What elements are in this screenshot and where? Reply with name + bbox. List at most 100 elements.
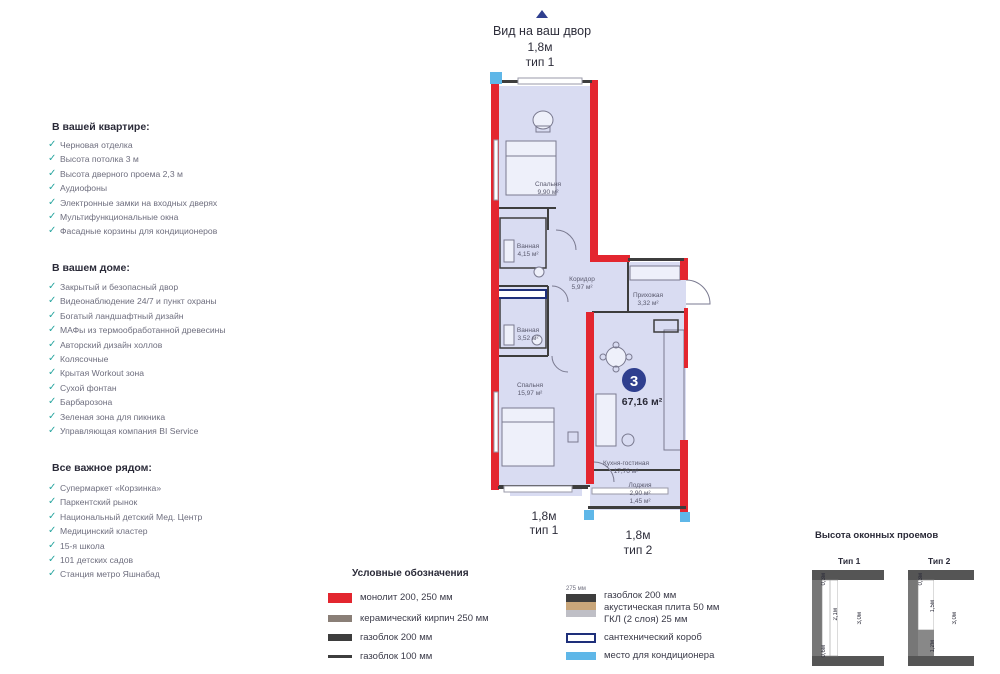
partition-walls [496, 207, 686, 487]
room-area-loggia-2: 1,45 м² [629, 498, 651, 505]
list-item: ✓15-я школа [48, 539, 202, 553]
ac-places [490, 72, 690, 522]
room-labels: Спальня 9,90 м² Ванная 4,15 м² Коридор 5… [517, 181, 664, 505]
legend-item-gasblock-200: газоблок 200 мм [328, 632, 432, 643]
section-title-nearby: Все важное рядом: [52, 462, 152, 474]
room-area-bedroom-top: 9,90 м² [537, 189, 559, 196]
legend-swatch [566, 651, 596, 660]
sanitary-box [497, 289, 547, 299]
apartment-badge-number: 3 [630, 373, 638, 390]
window-type2-dim-bottom: 1,2м [930, 640, 936, 653]
list-item: ✓Фасадные корзины для кондиционеров [48, 224, 217, 238]
list-item: ✓101 детских садов [48, 553, 202, 567]
apartment-area: 67,16 м² [622, 396, 663, 408]
legend-item-gasblock-100: газоблок 100 мм [328, 651, 432, 662]
legend-dim-note: 275 мм [566, 586, 586, 592]
room-label-kitchen: Кухня-гостиная [603, 460, 649, 467]
legend-swatch-composite [566, 594, 596, 620]
legend-item-gkl: ГКЛ (2 слоя) 25 мм [604, 614, 688, 625]
window-type1-dim-top: 0,3м [821, 573, 827, 586]
door-swings [551, 229, 615, 483]
list-item: ✓Супермаркет «Корзинка» [48, 481, 202, 495]
check-icon: ✓ [48, 396, 57, 408]
check-icon: ✓ [48, 338, 57, 350]
check-icon: ✓ [48, 309, 57, 321]
list-item: ✓Медицинский кластер [48, 524, 202, 538]
legend-item-brick: керамический кирпич 250 мм [328, 613, 489, 624]
window-heights-diagram [812, 570, 974, 666]
legend-item-gasblock-composite: газоблок 200 мм [604, 590, 677, 601]
room-bedroom-top [505, 110, 557, 196]
legend-item-monolith: монолит 200, 250 мм [328, 592, 453, 603]
check-icon: ✓ [48, 210, 57, 222]
window-type2-dim-top: 0,3м [918, 573, 924, 586]
legend-swatch [328, 655, 352, 658]
list-item: ✓Авторский дизайн холлов [48, 338, 226, 352]
view-direction-label: Вид на ваш двор [492, 24, 592, 38]
check-icon: ✓ [48, 225, 57, 237]
list-item: ✓Высота дверного проема 2,3 м [48, 167, 217, 181]
room-label-loggia: Лоджия [628, 482, 652, 489]
list-item: ✓МАФы из термообработанной древесины [48, 323, 226, 337]
room-bedroom-bottom [501, 407, 579, 467]
room-area-hallway: 3,32 м² [637, 300, 659, 307]
window-type-bottom-left: тип 1 [529, 523, 559, 537]
window-type2-dim-total: 3,0м [952, 612, 958, 625]
room-kitchen-living [595, 319, 685, 451]
list-item: ✓Управляющая компания BI Service [48, 424, 226, 438]
check-icon: ✓ [48, 410, 57, 422]
list-item: ✓Видеонаблюдение 24/7 и пункт охраны [48, 294, 226, 308]
list-item: ✓Закрытый и безопасный двор [48, 280, 226, 294]
room-label-corridor: Коридор [569, 276, 595, 283]
room-label-bedroom-bottom: Спальня [517, 382, 544, 389]
floor-plan: Спальня 9,90 м² Ванная 4,15 м² Коридор 5… [490, 72, 711, 522]
list-item: ✓Зеленая зона для пикника [48, 410, 226, 424]
window-type1-section [812, 570, 884, 666]
window-width-top: 1,8м [527, 40, 553, 54]
list-item: ✓Черновая отделка [48, 138, 217, 152]
window-type1-label: Тип 1 [838, 556, 861, 566]
window-type1-dim-bottom: 0,6м [821, 645, 827, 658]
section-title-apartment: В вашей квартире: [52, 121, 150, 133]
legend-swatch [566, 632, 596, 643]
window-type1-dim-mid: 2,1м [833, 608, 839, 621]
check-icon: ✓ [48, 510, 57, 522]
check-icon: ✓ [48, 139, 57, 150]
check-icon: ✓ [48, 167, 57, 179]
legend-item-sanitary: сантехнический короб [566, 632, 702, 643]
legend-swatch [328, 592, 352, 603]
room-area-kitchen: 17,76 м² [614, 468, 640, 475]
list-item: ✓Станция метро Яшнабад [48, 567, 202, 581]
check-icon: ✓ [48, 367, 57, 379]
check-icon: ✓ [48, 568, 57, 580]
room-bathroom-1 [499, 217, 547, 278]
room-label-bathroom-2: Ванная [517, 327, 540, 334]
room-label-bathroom-1: Ванная [517, 243, 540, 250]
window-width-bottom-right: 1,8м [625, 528, 651, 542]
room-area-corridor: 5,97 м² [571, 284, 593, 291]
window-openings [493, 77, 669, 495]
list-item: ✓Сухой фонтан [48, 381, 226, 395]
window-type-bottom-right: тип 2 [623, 543, 653, 557]
check-icon: ✓ [48, 539, 57, 551]
monolith-walls [491, 80, 688, 512]
window-type2-dim-mid: 1,5м [930, 600, 936, 613]
list-item: ✓Национальный детский Мед. Центр [48, 510, 202, 524]
check-icon: ✓ [48, 182, 57, 194]
list-item: ✓Барбарозона [48, 395, 226, 409]
list-item: ✓Мультифункциональные окна [48, 210, 217, 224]
check-icon: ✓ [48, 482, 57, 493]
room-area-loggia: 2,90 м² [629, 490, 651, 497]
room-area-bathroom-1: 4,15 м² [517, 251, 539, 258]
window-heights-title: Высота оконных проемов [815, 530, 939, 541]
list-item: ✓Паркентский рынок [48, 495, 202, 509]
check-icon: ✓ [48, 525, 57, 537]
window-width-bottom-left: 1,8м [531, 509, 557, 523]
room-label-hallway: Прихожая [633, 292, 664, 299]
arrow-up-icon [536, 10, 548, 18]
legend-item-acoustic: акустическая плита 50 мм [604, 602, 720, 613]
legend-item-ac: место для кондиционера [566, 650, 714, 661]
list-item: ✓Высота потолка 3 м [48, 152, 217, 166]
check-icon: ✓ [48, 352, 57, 364]
list-item: ✓Богатый ландшафтный дизайн [48, 309, 226, 323]
